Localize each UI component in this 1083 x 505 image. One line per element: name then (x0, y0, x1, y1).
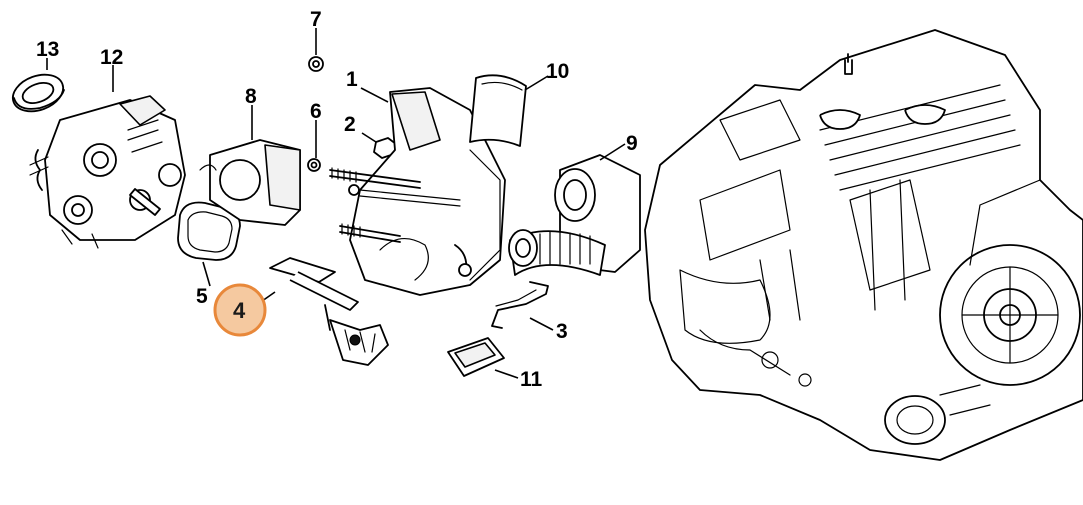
part-11-pad[interactable] (447, 337, 505, 377)
label-8[interactable]: 8 (245, 85, 257, 108)
leader-2 (361, 132, 377, 143)
label-12[interactable]: 12 (100, 46, 123, 69)
leader-3 (529, 317, 554, 331)
part-labels: 13 12 8 7 6 1 2 10 9 5 3 11 4 (36, 8, 638, 391)
part-12-carburetor[interactable] (29, 95, 186, 249)
leader-1 (360, 87, 389, 103)
label-5[interactable]: 5 (196, 285, 208, 308)
label-9[interactable]: 9 (626, 132, 638, 155)
part-6-washer[interactable] (307, 158, 321, 172)
part-1-manifold-housing[interactable] (329, 87, 506, 296)
label-3[interactable]: 3 (556, 320, 568, 343)
part-5-gasket[interactable] (177, 201, 241, 261)
leader-5 (202, 261, 211, 287)
part-13-grommet[interactable] (8, 68, 68, 118)
label-6[interactable]: 6 (310, 100, 322, 123)
label-4[interactable]: 4 (233, 298, 246, 323)
engine-crankcase (644, 29, 1083, 461)
highlight-callout-4 (213, 283, 267, 337)
label-13[interactable]: 13 (36, 38, 59, 61)
part-7-nut[interactable] (308, 56, 324, 72)
label-11[interactable]: 11 (520, 368, 543, 391)
label-2[interactable]: 2 (344, 113, 356, 136)
part-10-shield[interactable] (469, 74, 527, 147)
part-8-spacer-plate[interactable] (199, 139, 301, 226)
part-4-throttle-linkage[interactable] (269, 257, 389, 366)
label-7[interactable]: 7 (310, 8, 322, 31)
label-10[interactable]: 10 (546, 60, 569, 83)
leader-9 (599, 143, 626, 161)
part-9-intake-boot[interactable] (508, 154, 641, 276)
leader-11 (494, 369, 519, 379)
leader-10 (524, 75, 549, 91)
label-1[interactable]: 1 (346, 68, 358, 91)
part-3-bracket[interactable] (491, 281, 549, 329)
